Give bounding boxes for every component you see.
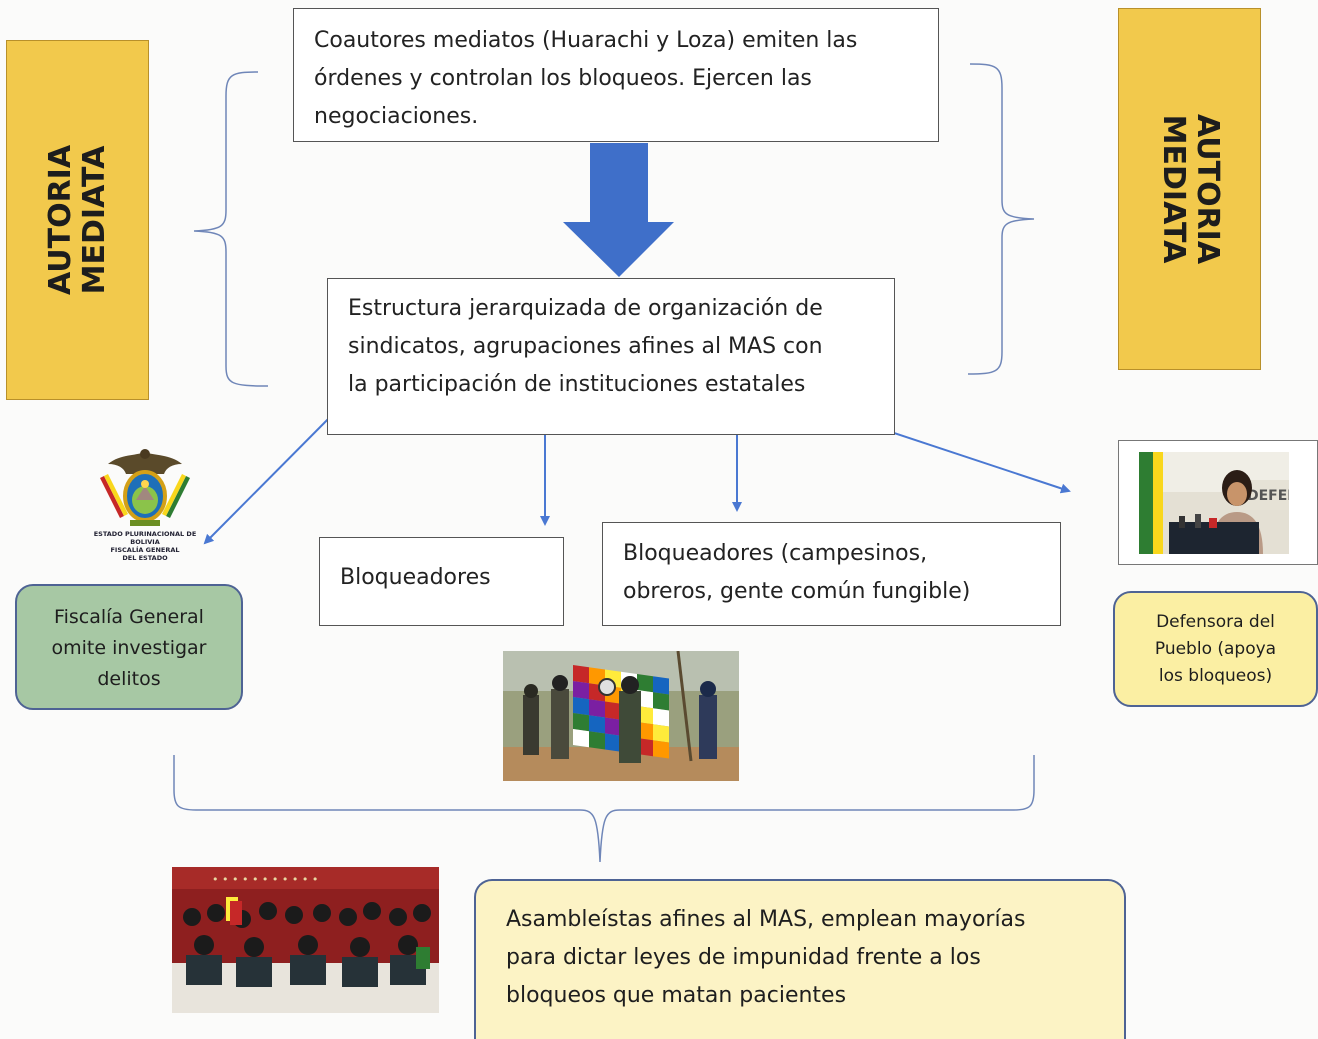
coautores-box: Coautores mediatos (Huarachi y Loza) emi… bbox=[293, 8, 939, 142]
asambleistas-line2: para dictar leyes de impunidad frente a … bbox=[506, 945, 981, 970]
bloqueadores-box: Bloqueadores bbox=[319, 537, 564, 626]
photo-blockade-wiphala-icon bbox=[503, 651, 739, 781]
main-down-arrow bbox=[563, 143, 674, 277]
label-right-line2: MEDIATA bbox=[1155, 114, 1191, 264]
defensora-line2: Pueblo (apoya bbox=[1154, 639, 1277, 659]
estructura-line3: la participación de instituciones estata… bbox=[348, 372, 806, 397]
bloqueadores-detalle-line2: obreros, gente común fungible) bbox=[623, 579, 971, 604]
label-right-line1: AUTORIA bbox=[1189, 113, 1225, 265]
defensora-box: Defensora del Pueblo (apoya los bloqueos… bbox=[1113, 591, 1318, 707]
label-left-line1: AUTORIA bbox=[42, 144, 78, 296]
svg-text:DEFEN: DEFEN bbox=[1247, 488, 1289, 504]
bottom-brace bbox=[173, 755, 1035, 863]
arrow-to-fiscalia bbox=[203, 401, 346, 545]
logo-line2: FISCALÍA GENERAL bbox=[110, 546, 180, 554]
fiscalia-logo-text: ESTADO PLURINACIONAL DE BOLIVIA FISCALÍA… bbox=[80, 530, 210, 562]
fiscalia-line1: Fiscalía General bbox=[54, 606, 204, 628]
bolivia-coat-of-arms-icon bbox=[100, 449, 190, 526]
left-brace bbox=[193, 71, 269, 387]
estructura-line1: Estructura jerarquizada de organización … bbox=[348, 296, 823, 321]
svg-text:• • • • • • • • • • •: • • • • • • • • • • • bbox=[212, 873, 318, 886]
asambleistas-box: Asambleístas afines al MAS, emplean mayo… bbox=[474, 879, 1126, 1039]
right-brace bbox=[967, 63, 1035, 375]
bloqueadores-text: Bloqueadores bbox=[340, 565, 491, 590]
defensora-line1: Defensora del bbox=[1156, 612, 1275, 632]
defensora-line3: los bloqueos) bbox=[1158, 666, 1273, 686]
fiscalia-box: Fiscalía General omite investigar delito… bbox=[15, 584, 243, 710]
photo-assembly-group-icon: • • • • • • • • • • • bbox=[172, 867, 439, 1013]
bloqueadores-detalle-box: Bloqueadores (campesinos, obreros, gente… bbox=[602, 522, 1061, 626]
photo-press-conference-icon: DEFEN bbox=[1139, 452, 1289, 554]
logo-line3: DEL ESTADO bbox=[122, 554, 168, 562]
coautores-line1: Coautores mediatos (Huarachi y Loza) emi… bbox=[314, 28, 858, 53]
estructura-box: Estructura jerarquizada de organización … bbox=[327, 278, 895, 435]
label-left-line2: MEDIATA bbox=[76, 145, 112, 295]
asambleistas-line1: Asambleístas afines al MAS, emplean mayo… bbox=[506, 907, 1026, 932]
fiscalia-line3: delitos bbox=[97, 668, 161, 690]
coautores-line3: negociaciones. bbox=[314, 104, 479, 129]
coautores-line2: órdenes y controlan los bloqueos. Ejerce… bbox=[314, 66, 812, 91]
asambleistas-line3: bloqueos que matan pacientes bbox=[506, 983, 847, 1008]
bloqueadores-detalle-line1: Bloqueadores (campesinos, bbox=[623, 541, 928, 566]
estructura-line2: sindicatos, agrupaciones afines al MAS c… bbox=[348, 334, 823, 359]
fiscalia-logo: ESTADO PLURINACIONAL DE BOLIVIA FISCALÍA… bbox=[80, 446, 210, 566]
fiscalia-line2: omite investigar bbox=[51, 637, 207, 659]
logo-line1: ESTADO PLURINACIONAL DE BOLIVIA bbox=[93, 530, 197, 546]
